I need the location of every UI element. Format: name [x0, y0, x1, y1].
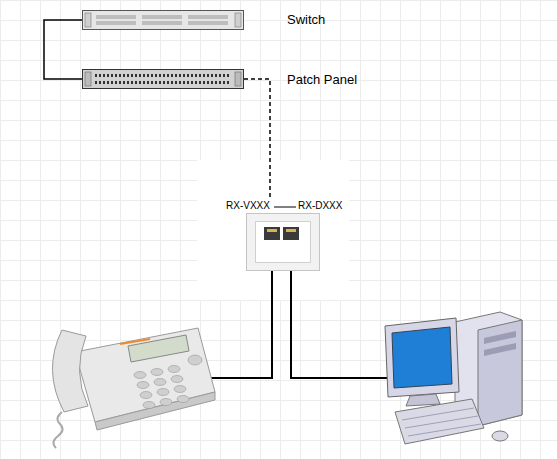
switch-device-shape	[82, 10, 244, 30]
wall-socket-drawing	[246, 213, 320, 271]
computer-icon	[385, 312, 522, 444]
socket-bridge-line	[274, 207, 296, 208]
wall-socket-shape	[246, 213, 320, 271]
switch-device-drawing	[82, 10, 244, 30]
switch-device: Switch	[82, 10, 328, 30]
patch-panel-device-shape	[82, 69, 244, 89]
device-label: Switch	[287, 12, 325, 28]
patch-panel-device: Patch Panel	[82, 69, 360, 89]
connector-line	[44, 20, 82, 79]
wall-socket: RX-VXXX RX-DXXX	[222, 198, 345, 271]
port-label: RX-DXXX	[298, 200, 342, 212]
device-label: Patch Panel	[287, 72, 357, 88]
patch-panel-device-drawing	[82, 69, 244, 89]
dashed-cable	[244, 79, 270, 198]
phone-icon	[52, 328, 215, 448]
patch-cable	[44, 20, 82, 79]
connector-line	[244, 79, 270, 198]
port-label: RX-VXXX	[226, 200, 270, 212]
